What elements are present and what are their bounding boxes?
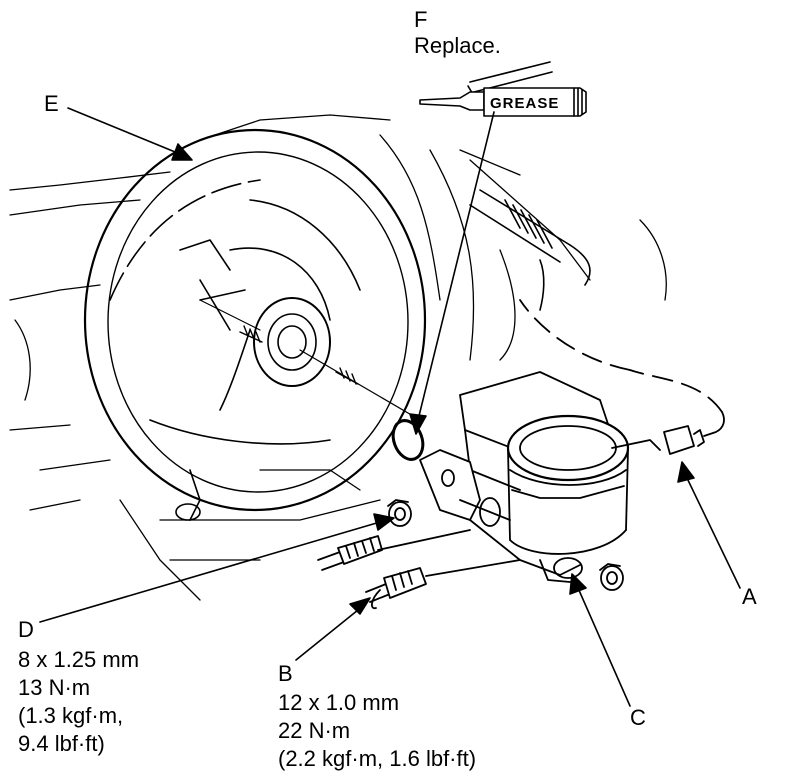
leader-lines (39, 107, 741, 707)
callout-b-spec-conv: (2.2 kgf·m, 1.6 lbf·ft) (278, 746, 477, 771)
brake-booster (83, 128, 427, 521)
level-sensor-connector (519, 299, 725, 455)
callout-a-letter: A (742, 584, 757, 609)
callout-f-letter: F (414, 7, 428, 32)
callout-d-letter: D (18, 617, 34, 642)
wire-harness (469, 189, 591, 311)
o-ring (391, 419, 425, 461)
grease-tube-icon (419, 61, 587, 117)
mounting-nuts (387, 499, 624, 591)
callout-b-letter: B (278, 661, 293, 686)
callout-e-letter: E (44, 91, 59, 116)
background-bodywork (9, 114, 667, 601)
callout-d-spec-kgf: (1.3 kgf·m, (18, 703, 124, 728)
master-cylinder (419, 371, 630, 583)
centerline (199, 299, 421, 421)
callout-d-spec-size: 8 x 1.25 mm (18, 647, 140, 672)
callout-f-note: Replace. (414, 33, 501, 58)
grease-label: GREASE (490, 95, 560, 112)
callout-d-spec-torque: 13 N·m (18, 675, 91, 700)
callout-b-spec-torque: 22 N·m (278, 718, 351, 743)
brake-lines (317, 529, 521, 610)
callout-b-spec-size: 12 x 1.0 mm (278, 690, 400, 715)
callout-d-spec-lbf: 9.4 lbf·ft) (18, 731, 105, 756)
callout-c-letter: C (630, 705, 646, 730)
